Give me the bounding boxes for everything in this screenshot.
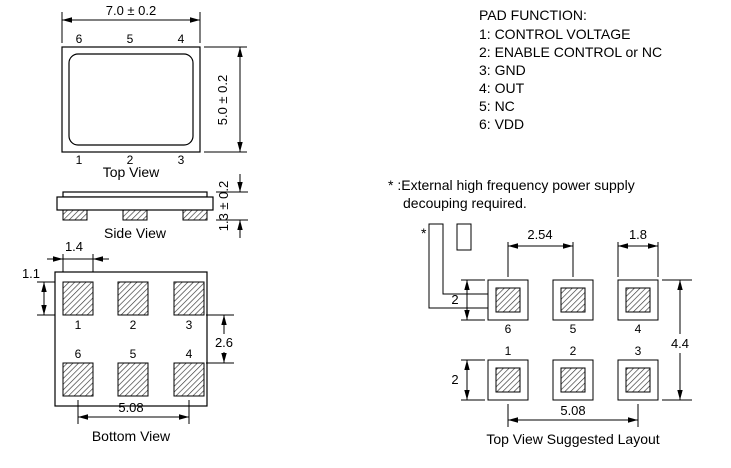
land-pad-6: [487, 279, 529, 321]
layout-span-dimension: 5.08: [507, 403, 639, 427]
pin-label: 3: [178, 153, 185, 167]
bottom-view-row-gap-dimension: 2.6: [206, 314, 234, 364]
suggested-layout-view: * 6 5 4 1: [421, 223, 692, 447]
span-dim-text: 5.08: [118, 400, 143, 415]
top-view-height-dim-text: 5.0 ± 0.2: [215, 75, 230, 126]
pad-height-bottom-dim-text: 2: [451, 372, 458, 387]
pad-function-title: PAD FUNCTION:: [479, 7, 587, 23]
bottom-pad-5: [117, 362, 149, 397]
pin-label: 2: [127, 153, 134, 167]
side-pad: [182, 209, 208, 221]
asterisk-marker: *: [421, 225, 427, 241]
layout-span-dim-text: 5.08: [560, 403, 585, 418]
package-lid: [68, 53, 194, 146]
top-view-pin-labels: 6 5 4 1 2 3: [76, 32, 185, 167]
pin-label: 3: [635, 344, 642, 358]
pad-function-item: 3: GND: [479, 62, 526, 78]
top-view-caption: Top View: [103, 164, 160, 180]
pad-width-dim-text: 1.4: [65, 239, 83, 254]
land-pad-1: [487, 359, 529, 401]
side-view: 1.3 ± 0.2 Side View: [56, 174, 248, 241]
layout-height-dimension: 4.4: [662, 279, 692, 401]
layout-pad-width-dimension: 1.8: [617, 227, 659, 277]
pad-function-item: 4: OUT: [479, 80, 525, 96]
pin-label: 4: [635, 322, 642, 336]
layout-pitch-dimension: 2.54: [507, 227, 574, 277]
layout-pad-width-dim-text: 1.8: [629, 227, 647, 242]
layout-view-caption: Top View Suggested Layout: [486, 431, 659, 447]
bottom-pad-2: [117, 281, 149, 316]
pin-label: 2: [570, 344, 577, 358]
layout-pad-height-top-dimension: 2: [451, 279, 485, 321]
note-line-1: * :External high frequency power supply: [388, 177, 635, 193]
top-view: 7.0 ± 0.2 6 5 4 1 2 3 5.0 ± 0.2 Top View: [61, 3, 247, 180]
pad-function-item: 2: ENABLE CONTROL or NC: [479, 44, 662, 60]
land-pad-4: [617, 279, 659, 321]
side-view-caption: Side View: [104, 225, 167, 241]
land-pad-2: [552, 359, 594, 401]
side-view-thickness-dimension: 1.3 ± 0.2: [216, 174, 248, 238]
bottom-view: 1.4 1.1 1 2 3 6 5 4: [22, 239, 234, 444]
pin-label: 6: [505, 322, 512, 336]
bottom-view-span-dimension: 5.08: [77, 400, 190, 424]
pad-function-list: PAD FUNCTION: 1: CONTROL VOLTAGE 2: ENAB…: [479, 7, 662, 132]
bottom-pad-3: [173, 281, 205, 316]
pad-height-dim-text: 1.1: [22, 266, 40, 281]
layout-pin-labels: 6 5 4 1 2 3: [505, 322, 642, 358]
pin-label: 4: [186, 347, 193, 361]
pad-function-item: 1: CONTROL VOLTAGE: [479, 26, 630, 42]
land-pad-5: [552, 279, 594, 321]
pin-label: 1: [76, 153, 83, 167]
pin-label: 1: [505, 344, 512, 358]
bottom-pad-4: [173, 362, 205, 397]
pin-label: 4: [178, 32, 185, 46]
top-view-height-dimension: 5.0 ± 0.2: [204, 46, 247, 153]
note-line-2: decouping required.: [403, 195, 527, 211]
side-view-thickness-dim-text: 1.3 ± 0.2: [216, 181, 231, 232]
bottom-view-caption: Bottom View: [92, 428, 171, 444]
pin-label: 2: [130, 318, 137, 332]
layout-height-dim-text: 4.4: [671, 336, 689, 351]
pad-function-item: 5: NC: [479, 98, 515, 114]
side-view-lid: [62, 191, 208, 198]
land-pad-3: [617, 359, 659, 401]
pad-height-top-dim-text: 2: [451, 292, 458, 307]
row-gap-dim-text: 2.6: [215, 335, 233, 350]
bottom-view-pin-labels: 1 2 3 6 5 4: [75, 318, 193, 361]
side-pad: [122, 209, 148, 221]
side-pad: [62, 209, 88, 221]
layout-pad-height-bottom-dimension: 2: [451, 359, 485, 401]
pin-label: 5: [127, 32, 134, 46]
pin-label: 3: [186, 318, 193, 332]
package-outline: [61, 46, 201, 153]
bottom-pad-1: [62, 281, 94, 316]
decoupling-pad: [456, 223, 472, 251]
top-view-width-dim-text: 7.0 ± 0.2: [106, 3, 157, 18]
pin-label: 5: [130, 347, 137, 361]
pin-label: 5: [570, 322, 577, 336]
pin-label: 6: [76, 32, 83, 46]
pin-label: 1: [75, 318, 82, 332]
pin-label: 6: [75, 347, 82, 361]
top-view-width-dimension: 7.0 ± 0.2: [61, 3, 201, 43]
side-view-body: [56, 196, 214, 211]
bottom-pad-6: [62, 362, 94, 397]
pitch-dim-text: 2.54: [527, 227, 552, 242]
pad-function-item: 6: VDD: [479, 116, 524, 132]
decoupling-note: * :External high frequency power supply …: [388, 177, 635, 211]
